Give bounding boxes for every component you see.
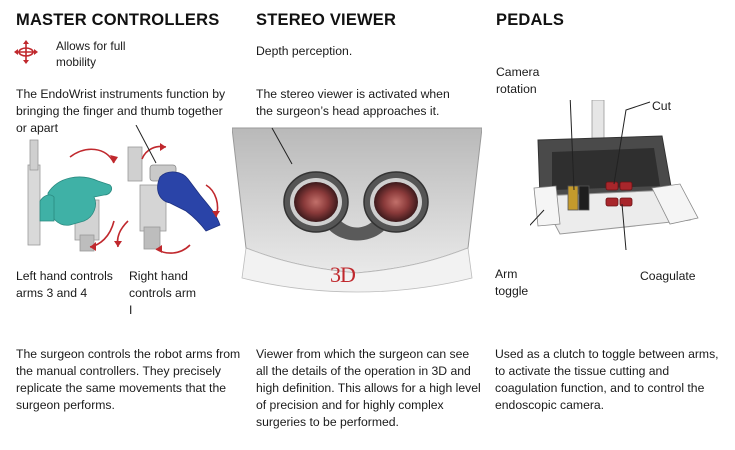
stereo-viewer-illustration bbox=[232, 127, 482, 293]
camera-rotation-label: Camera rotation bbox=[496, 65, 540, 96]
coagulate-label: Coagulate bbox=[640, 269, 696, 283]
master-controllers-title: MASTER CONTROLLERS bbox=[16, 11, 220, 29]
left-eyepiece bbox=[283, 171, 349, 233]
stereo-description: Viewer from which the surgeon can see al… bbox=[256, 347, 481, 429]
pedals-title: PEDALS bbox=[496, 11, 565, 29]
stereo-viewer-title: STEREO VIEWER bbox=[256, 11, 397, 29]
stereo-tagline: Depth perception. bbox=[256, 44, 353, 58]
mobility-note: Allows for full mobility bbox=[56, 39, 126, 69]
cut-label: Cut bbox=[652, 99, 671, 113]
master-intro-text: The EndoWrist instruments function by br… bbox=[16, 87, 226, 135]
stereo-intro-text: The stereo viewer is activated when the … bbox=[256, 87, 450, 118]
pedals-illustration bbox=[530, 100, 699, 250]
left-hand-label: Left hand controls arms 3 and 4 bbox=[16, 269, 113, 300]
3d-badge: 3D bbox=[330, 262, 356, 287]
move-arrows-icon bbox=[14, 40, 38, 64]
arm-toggle-label: Arm toggle bbox=[495, 267, 529, 298]
right-hand-label: Right hand controls arm I bbox=[129, 269, 197, 317]
pedals-description: Used as a clutch to toggle between arms,… bbox=[495, 347, 719, 412]
right-eyepiece bbox=[363, 171, 429, 233]
master-controllers-illustration bbox=[27, 125, 221, 254]
master-description: The surgeon controls the robot arms from… bbox=[16, 347, 241, 412]
right-glove bbox=[157, 171, 221, 232]
left-glove bbox=[47, 176, 112, 226]
